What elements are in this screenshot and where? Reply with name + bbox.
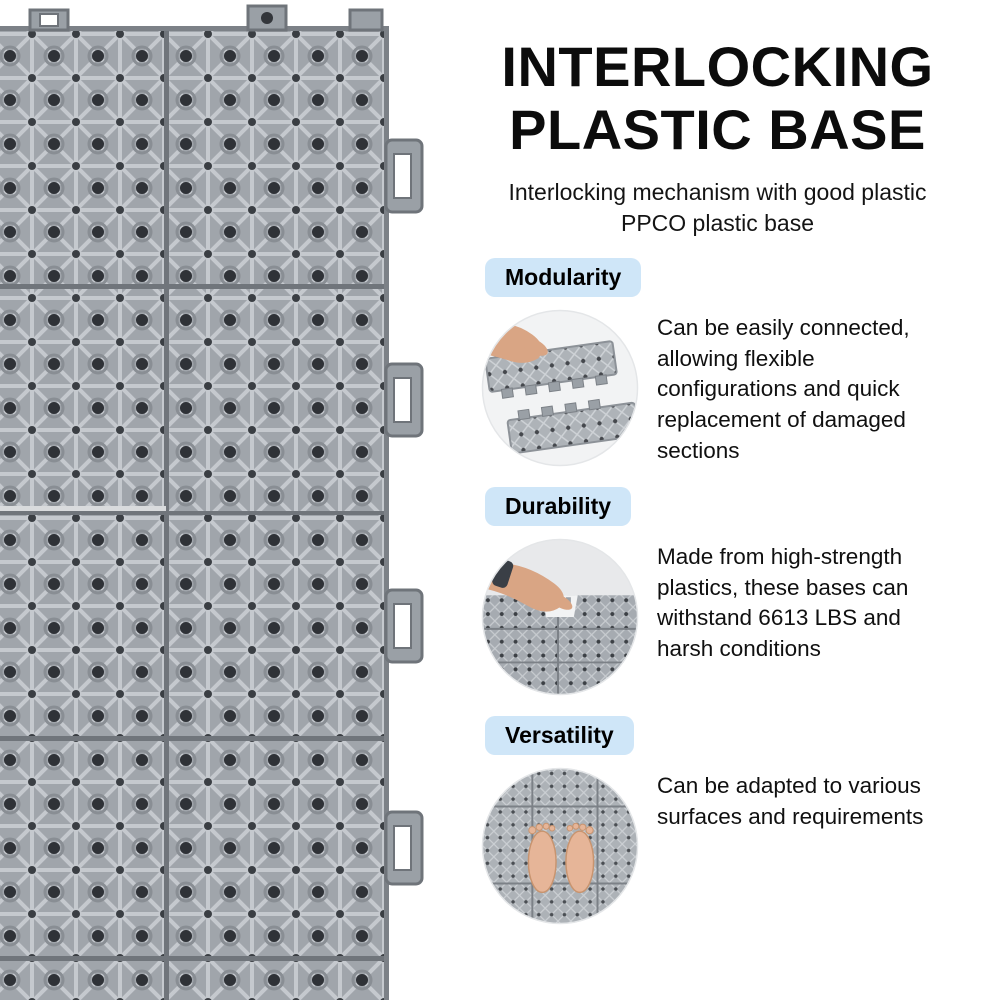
hand-installing-tiles-icon [481, 538, 639, 696]
page-title: INTERLOCKING PLASTIC BASE [455, 35, 980, 161]
subtitle: Interlocking mechanism with good plastic… [508, 179, 927, 236]
versatility-description: Can be adapted to various surfaces and r… [657, 773, 924, 829]
versatility-photo [481, 767, 639, 925]
product-photo-interlocking-tiles [0, 0, 442, 1000]
feet-on-tiles-icon [481, 767, 639, 925]
hands-connecting-tiles-icon [481, 309, 639, 467]
side-connector-loops [384, 138, 424, 886]
modularity-description: Can be easily connected, allowing flexib… [657, 315, 910, 463]
feature-modularity: Modularity [455, 258, 980, 467]
title-line-1: INTERLOCKING [501, 35, 934, 98]
feature-durability: Durability [455, 487, 980, 696]
top-connector-tabs [28, 4, 384, 32]
tile-grid-graphic [0, 4, 424, 1000]
versatility-badge: Versatility [485, 716, 634, 756]
info-panel: INTERLOCKING PLASTIC BASE Interlocking m… [455, 35, 980, 925]
durability-description: Made from high-strength plastics, these … [657, 544, 909, 661]
modularity-badge: Modularity [485, 258, 642, 298]
durability-badge: Durability [485, 487, 632, 527]
title-line-2: PLASTIC BASE [509, 97, 926, 161]
modularity-photo [481, 309, 639, 467]
feature-versatility: Versatility [455, 716, 980, 925]
durability-photo [481, 538, 639, 696]
